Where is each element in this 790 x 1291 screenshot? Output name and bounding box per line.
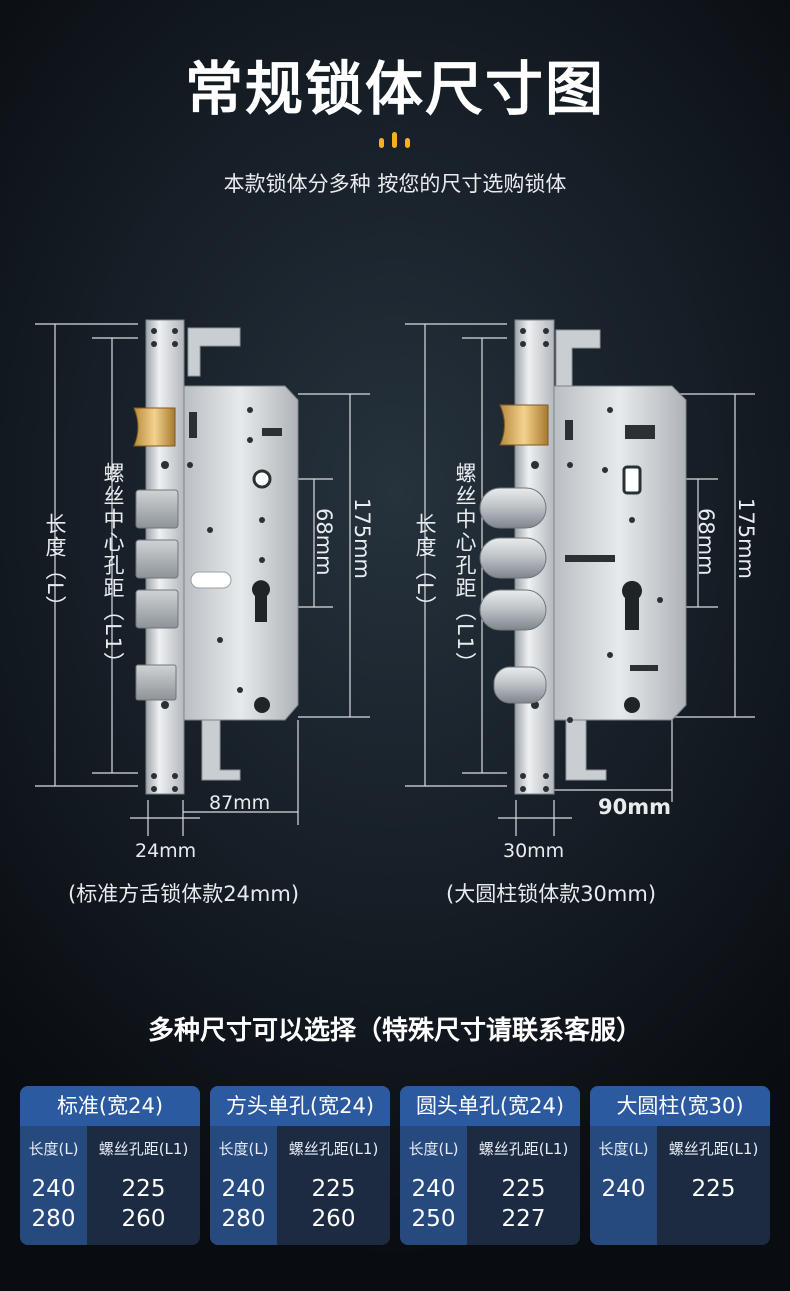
length-value: 240: [601, 1176, 646, 1202]
length-value: 250: [411, 1206, 456, 1232]
right-lock: [405, 319, 755, 836]
dim-68mm: 68mm: [694, 508, 718, 576]
size-card-title: 圆头单孔(宽24): [400, 1086, 580, 1126]
column-header-length: 长度(L): [598, 1140, 649, 1158]
width-label: 90mm: [598, 795, 671, 819]
dim-175mm: 175mm: [734, 498, 758, 579]
screw-value: 260: [121, 1206, 166, 1232]
dim-68mm: 68mm: [312, 508, 336, 576]
column-header-length: 长度(L): [28, 1140, 79, 1158]
column-header-screw: 螺丝孔距(L1): [478, 1140, 569, 1158]
size-card: 圆头单孔(宽24) 长度(L) 螺丝孔距(L1) 240 225 250 227: [400, 1086, 580, 1245]
size-card: 方头单孔(宽24) 长度(L) 螺丝孔距(L1) 240 225 280 260: [210, 1086, 390, 1245]
length-value: 240: [411, 1176, 456, 1202]
dim-175mm: 175mm: [350, 498, 374, 579]
size-card-title: 方头单孔(宽24): [210, 1086, 390, 1126]
column-header-length: 长度(L): [218, 1140, 269, 1158]
section-title: 多种尺寸可以选择（特殊尺寸请联系客服）: [147, 1016, 642, 1046]
size-card: 大圆柱(宽30) 长度(L) 螺丝孔距(L1) 240 225: [590, 1086, 770, 1245]
diagram-caption: (标准方舌锁体款24mm): [68, 882, 300, 906]
screw-value: 260: [311, 1206, 356, 1232]
length-label: 长度（L）: [413, 513, 437, 619]
screw-value: 225: [311, 1176, 356, 1202]
column-header-screw: 螺丝孔距(L1): [668, 1140, 759, 1158]
length-value: 240: [221, 1176, 266, 1202]
column-header-length: 长度(L): [408, 1140, 459, 1158]
length-value: 280: [31, 1206, 76, 1232]
page-subtitle: 本款锁体分多种 按您的尺寸选购锁体: [223, 172, 567, 196]
size-card-title: 标准(宽24): [20, 1086, 200, 1126]
length-value: 280: [221, 1206, 266, 1232]
length-value: 240: [31, 1176, 76, 1202]
left-lock: [35, 319, 370, 836]
accent-dots: [377, 132, 413, 148]
faceplate-label: 24mm: [135, 840, 197, 862]
screw-value: 225: [121, 1176, 166, 1202]
page-title: 常规锁体尺寸图: [184, 55, 605, 123]
diagram-caption: (大圆柱锁体款30mm): [446, 882, 657, 906]
faceplate-label: 30mm: [503, 840, 565, 862]
column-header-screw: 螺丝孔距(L1): [98, 1140, 189, 1158]
screw-distance-label: 螺丝中心孔距（L1）: [453, 462, 477, 676]
length-label: 长度（L）: [43, 513, 67, 619]
screw-value: 225: [501, 1176, 546, 1202]
size-card: 标准(宽24) 长度(L) 螺丝孔距(L1) 240 225 280 260: [20, 1086, 200, 1245]
screw-value: 227: [501, 1206, 546, 1232]
width-label: 87mm: [209, 792, 271, 814]
column-header-screw: 螺丝孔距(L1): [288, 1140, 379, 1158]
screw-distance-label: 螺丝中心孔距（L1）: [101, 462, 125, 676]
size-card-title: 大圆柱(宽30): [590, 1086, 770, 1126]
screw-value: 225: [691, 1176, 736, 1202]
